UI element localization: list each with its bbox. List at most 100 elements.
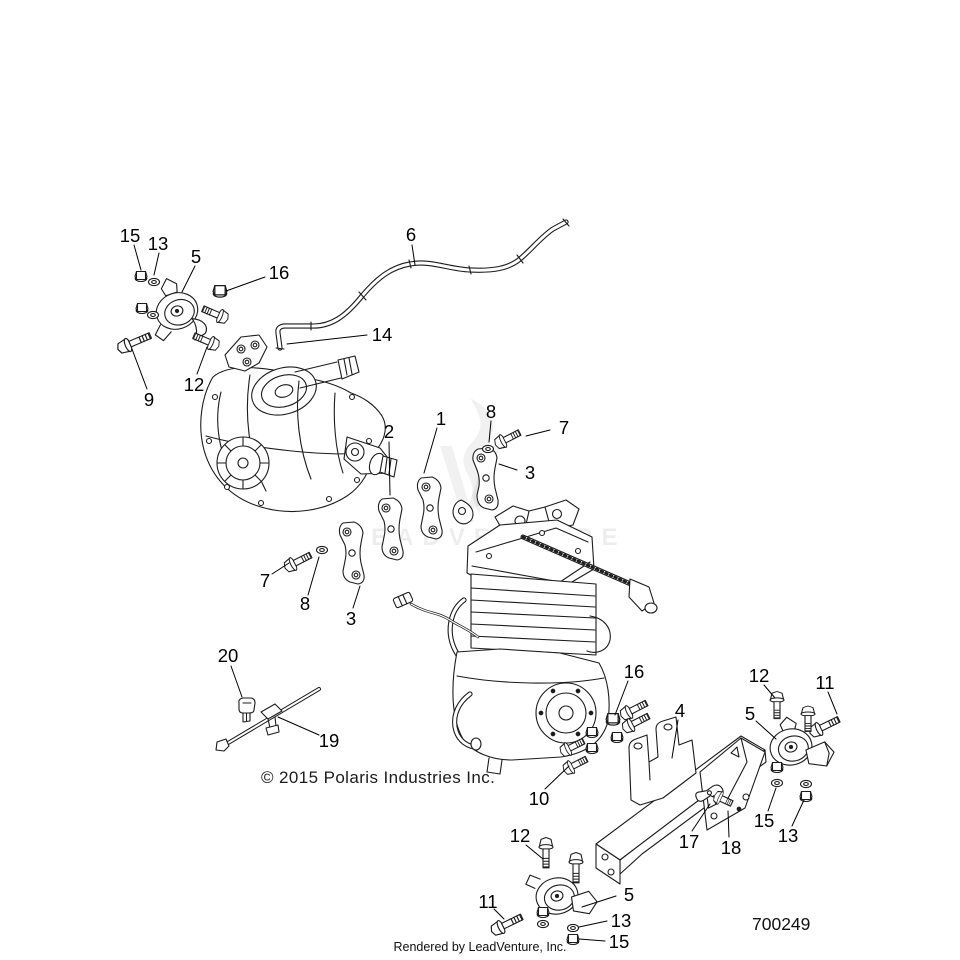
callout-4[interactable]: 4 bbox=[671, 700, 685, 759]
callout-12[interactable]: 12 bbox=[184, 346, 208, 395]
callout-2[interactable]: 2 bbox=[384, 421, 394, 496]
figure-number: 700249 bbox=[752, 914, 811, 934]
callout-3[interactable]: 3 bbox=[498, 462, 535, 483]
washer-drawing bbox=[566, 923, 580, 933]
callout-number: 13 bbox=[611, 910, 632, 931]
callout-5[interactable]: 5 bbox=[581, 884, 634, 908]
callout-16[interactable]: 16 bbox=[614, 661, 644, 716]
motor-mount-drawing bbox=[154, 278, 207, 342]
nut-drawing bbox=[585, 726, 599, 739]
callout-leader-line bbox=[277, 716, 320, 736]
nut-drawing bbox=[135, 302, 149, 315]
callout-number: 13 bbox=[148, 233, 169, 254]
callout-leader-line bbox=[307, 556, 320, 596]
callout-12[interactable]: 12 bbox=[749, 665, 776, 699]
motor-mount-drawing bbox=[769, 716, 835, 767]
nut-drawing bbox=[536, 906, 550, 919]
bolt-drawing bbox=[538, 836, 554, 869]
callout-number: 20 bbox=[218, 645, 239, 666]
bolt-drawing bbox=[199, 301, 232, 327]
callout-leader-line bbox=[423, 427, 438, 474]
callout-leader-line bbox=[525, 844, 544, 860]
callout-17[interactable]: 17 bbox=[679, 803, 711, 852]
callout-leader-line bbox=[691, 803, 711, 832]
callout-number: 1 bbox=[436, 408, 446, 429]
callout-number: 12 bbox=[184, 374, 205, 395]
callout-number: 13 bbox=[778, 825, 799, 846]
callout-leader-line bbox=[578, 938, 606, 942]
callout-9[interactable]: 9 bbox=[131, 348, 154, 410]
callout-12[interactable]: 12 bbox=[510, 825, 544, 860]
callout-leader-line bbox=[614, 680, 629, 716]
callout-13[interactable]: 13 bbox=[778, 799, 805, 846]
callout-number: 9 bbox=[144, 389, 154, 410]
callout-14[interactable]: 14 bbox=[286, 324, 393, 345]
callout-number: 3 bbox=[346, 608, 356, 629]
callout-number: 7 bbox=[260, 570, 270, 591]
callout-leader-line bbox=[525, 429, 551, 437]
callout-leader-line bbox=[133, 244, 142, 271]
callout-number: 5 bbox=[191, 246, 201, 267]
callout-leader-line bbox=[581, 895, 617, 908]
callout-5[interactable]: 5 bbox=[745, 703, 777, 740]
callout-number: 15 bbox=[120, 225, 141, 246]
callout-10[interactable]: 10 bbox=[529, 765, 570, 809]
callout-number: 19 bbox=[319, 730, 340, 751]
callout-leader-line bbox=[767, 787, 777, 812]
mounting-plate-drawing bbox=[472, 447, 499, 511]
nut-drawing bbox=[799, 790, 813, 803]
callout-number: 15 bbox=[754, 810, 775, 831]
callout-13[interactable]: 13 bbox=[148, 233, 169, 276]
callout-7[interactable]: 7 bbox=[260, 562, 290, 591]
transmission-drawing bbox=[200, 334, 398, 512]
callout-leader-line bbox=[544, 765, 570, 790]
callout-16[interactable]: 16 bbox=[225, 262, 290, 292]
nut-drawing bbox=[134, 270, 148, 283]
callout-number: 18 bbox=[721, 837, 742, 858]
callout-number: 4 bbox=[675, 700, 685, 721]
callout-18[interactable]: 18 bbox=[721, 810, 742, 858]
callout-5[interactable]: 5 bbox=[181, 246, 201, 293]
washer-drawing bbox=[481, 444, 495, 454]
callout-7[interactable]: 7 bbox=[525, 417, 569, 438]
callout-number: 6 bbox=[406, 224, 416, 245]
callout-1[interactable]: 1 bbox=[423, 408, 446, 474]
callout-3[interactable]: 3 bbox=[346, 585, 361, 629]
callout-13[interactable]: 13 bbox=[578, 910, 632, 931]
callout-11[interactable]: 11 bbox=[478, 891, 505, 920]
bolt-drawing bbox=[114, 328, 154, 357]
washer-drawing bbox=[147, 277, 161, 287]
callout-8[interactable]: 8 bbox=[486, 401, 496, 443]
callout-number: 5 bbox=[624, 884, 634, 905]
callout-15[interactable]: 15 bbox=[578, 931, 629, 952]
callout-number: 14 bbox=[372, 324, 393, 345]
callout-20[interactable]: 20 bbox=[218, 645, 243, 698]
callout-15[interactable]: 15 bbox=[120, 225, 142, 271]
callout-number: 12 bbox=[510, 825, 531, 846]
callout-8[interactable]: 8 bbox=[300, 556, 320, 614]
bolt-drawing bbox=[568, 851, 584, 884]
callout-19[interactable]: 19 bbox=[277, 716, 340, 751]
callout-leader-line bbox=[271, 562, 290, 575]
bolt-drawing bbox=[281, 548, 315, 575]
callout-number: 16 bbox=[269, 262, 290, 283]
callout-15[interactable]: 15 bbox=[754, 787, 777, 831]
callout-leader-line bbox=[498, 463, 518, 471]
mounting-plate-drawing bbox=[338, 521, 365, 585]
bolt-drawing bbox=[806, 712, 843, 741]
callout-number: 10 bbox=[529, 788, 550, 809]
engine-drawing bbox=[392, 499, 658, 775]
callout-number: 17 bbox=[679, 831, 700, 852]
callout-6[interactable]: 6 bbox=[406, 224, 416, 266]
callout-number: 3 bbox=[525, 462, 535, 483]
rendered-by-text: Rendered by LeadVenture, Inc. bbox=[393, 940, 567, 954]
washer-drawing bbox=[770, 778, 784, 788]
screw-tip-drawing bbox=[736, 806, 742, 812]
callout-11[interactable]: 11 bbox=[815, 672, 838, 715]
nut-drawing bbox=[610, 731, 624, 744]
vent-hose-drawing bbox=[275, 218, 570, 351]
nut-drawing bbox=[585, 742, 599, 755]
callout-leader-line bbox=[286, 334, 368, 345]
callout-leader-line bbox=[131, 348, 148, 390]
